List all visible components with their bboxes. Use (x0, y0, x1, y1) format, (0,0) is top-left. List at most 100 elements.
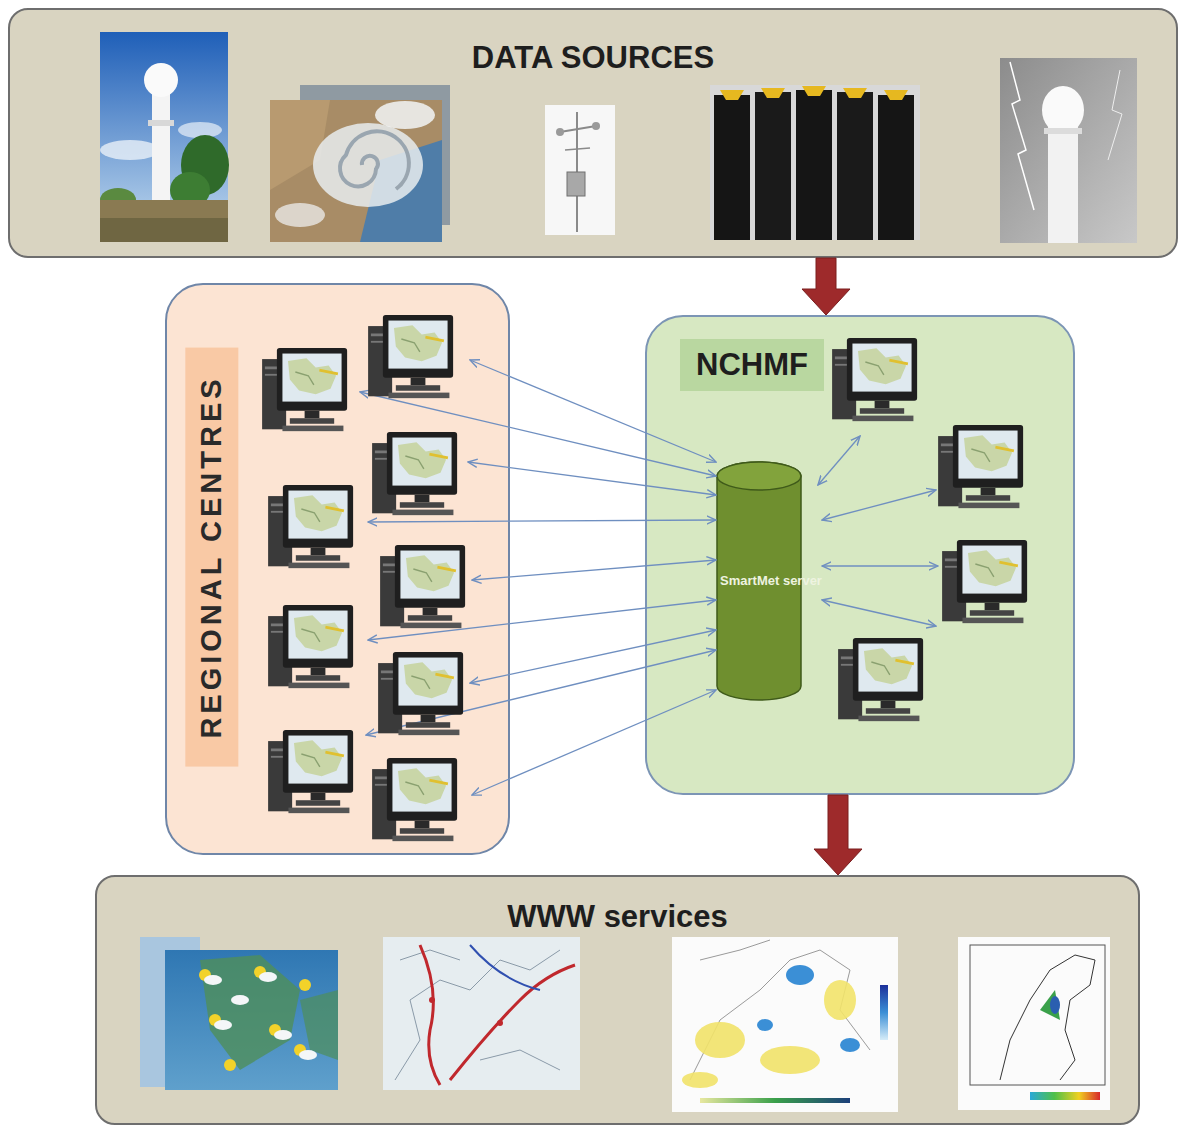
satellite-image (313, 123, 423, 207)
symbol-forecast-map (254, 966, 266, 978)
symbol-forecast-map (209, 1014, 221, 1026)
satellite-image (340, 131, 409, 189)
radar-tower-photo (100, 140, 160, 160)
precipitation-map (682, 1072, 718, 1088)
symbol-forecast-map (231, 995, 249, 1005)
workstation-icons (832, 338, 917, 421)
workstation-icons (262, 315, 1027, 841)
precipitation-map (757, 965, 860, 1052)
lightning-sensor-photo (1042, 86, 1084, 134)
flow-arrow (814, 795, 862, 875)
symbol-forecast-map (165, 950, 338, 1090)
data-link-arrows (818, 436, 860, 485)
radar-tower-photo (152, 88, 170, 203)
weather-front-map (383, 937, 580, 1090)
lightning-sensor-photo (1000, 58, 1137, 243)
radar-tower-photo (100, 200, 228, 242)
source-band: DATA SOURCES (8, 8, 1178, 258)
precipitation-map (786, 965, 814, 985)
computer-racks-photo (796, 90, 832, 240)
weather-station-photo (545, 105, 615, 235)
workstation-icons (942, 540, 1027, 623)
workstation-icons (838, 638, 923, 721)
precipitation-map (700, 940, 770, 960)
nchmf-panel: NCHMF SmartMet server (645, 315, 1075, 795)
precipitation-map (700, 1098, 850, 1103)
data-link-arrows (472, 690, 716, 795)
workstation-icons (268, 730, 353, 813)
radar-tower-photo (170, 172, 210, 208)
weather-front-map (400, 950, 560, 1070)
data-link-arrows (822, 600, 936, 626)
weather-front-map (420, 945, 440, 1085)
computer-racks-photo (761, 88, 785, 98)
symbol-forecast-map (274, 1030, 292, 1040)
symbol-forecast-map (140, 937, 200, 1087)
satellite-image (270, 100, 330, 190)
weather-station-photo (565, 148, 590, 150)
data-link-arrows (368, 600, 716, 640)
precipitation-map (690, 950, 870, 1080)
lightning-sensor-photo (1048, 112, 1078, 243)
computer-racks-photo (755, 92, 791, 240)
scandinavia-map (970, 945, 1105, 1085)
symbol-forecast-map (200, 955, 300, 1070)
lightning-sensor-photo (1108, 70, 1122, 160)
weather-front-map (395, 950, 560, 1080)
lightning-sensor-photo (1044, 128, 1082, 134)
data-link-arrows (468, 462, 716, 495)
computer-racks-photo (710, 85, 920, 240)
panel-heading: NCHMF (680, 339, 824, 391)
precipitation-map (840, 1038, 860, 1052)
weather-station-photo (592, 122, 600, 130)
cylinder-top (717, 462, 801, 490)
symbol-forecast-map (299, 1050, 317, 1060)
data-link-arrows (470, 630, 716, 683)
data-link-arrows (472, 560, 716, 580)
weather-front-map (383, 937, 580, 1090)
computer-racks-photo (720, 90, 744, 100)
workstation-icons (268, 485, 353, 568)
weather-front-map (450, 965, 575, 1080)
workstation-icons (380, 545, 465, 628)
data-link-arrows (360, 392, 716, 476)
workstation-icons (268, 605, 353, 688)
panel-heading: REGIONAL CENTRES (185, 347, 238, 766)
symbol-forecast-map (300, 990, 338, 1060)
precipitation-map (672, 937, 898, 1112)
scandinavia-map (1000, 955, 1095, 1080)
lightning-sensor-photo (1010, 62, 1034, 210)
satellite-image (300, 85, 450, 225)
workstation-icons (938, 425, 1023, 508)
weather-station-photo (545, 105, 615, 235)
server-label: SmartMet server (716, 574, 826, 589)
weather-front-map (497, 1020, 503, 1026)
symbol-forecast-map (199, 969, 211, 981)
satellite-image (275, 203, 325, 227)
weather-station-photo (567, 172, 585, 196)
precipitation-map (695, 1022, 745, 1058)
lightning-sensor-photo (1000, 58, 1137, 243)
computer-racks-photo (802, 86, 826, 96)
radar-tower-photo (100, 218, 228, 242)
workstation-icons (372, 432, 457, 515)
workstation-icons (262, 348, 347, 431)
precipitation-map (824, 980, 856, 1020)
scandinavia-map (1040, 990, 1060, 1020)
radar-tower-photo (100, 32, 228, 242)
workstation-icons (378, 652, 463, 735)
precipitation-map (880, 985, 888, 1040)
scandinavia-map (1050, 996, 1060, 1014)
scandinavia-map (1030, 1092, 1100, 1100)
symbol-forecast-map (214, 1020, 232, 1030)
computer-racks-photo (884, 90, 908, 100)
data-link-arrows (366, 650, 716, 735)
radar-tower-photo (178, 122, 222, 138)
radar-tower-photo (181, 135, 229, 195)
scandinavia-map (958, 937, 1110, 1110)
computer-racks-photo (837, 92, 873, 240)
workstation-icons (372, 758, 457, 841)
